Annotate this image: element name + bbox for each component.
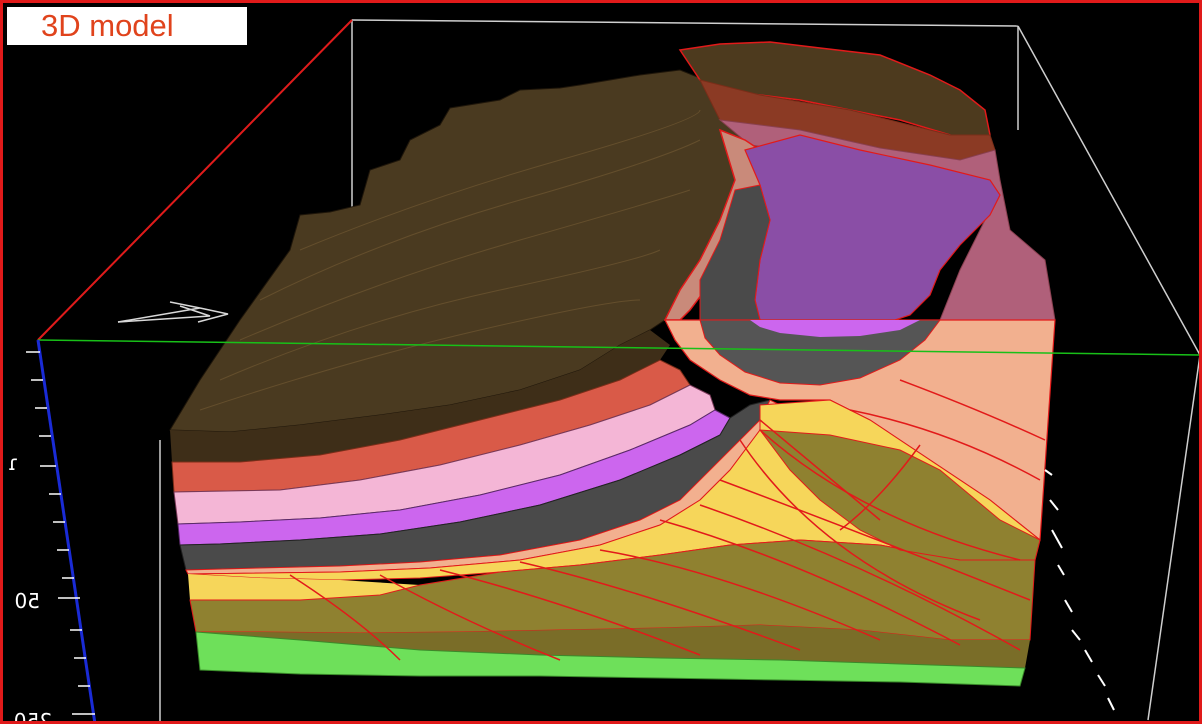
bounding-box-front	[159, 354, 1201, 724]
front-unit-olive-right	[758, 429, 1041, 561]
front-unit-green	[195, 631, 1026, 687]
svg-text:250: 250	[14, 709, 52, 724]
title-label: 3D model	[7, 7, 247, 45]
fault-lines	[289, 379, 1046, 661]
axis-label-50: 50	[15, 589, 40, 613]
right-axis-ticks	[1044, 469, 1115, 711]
axis-label-250: 250	[14, 709, 52, 724]
svg-text:ɿ: ɿ	[7, 451, 18, 475]
front-unit-brown	[170, 330, 670, 462]
vertical-axis	[26, 339, 97, 724]
front-unit-yellow-lower	[188, 574, 420, 600]
north-arrow-icon	[117, 301, 229, 323]
topography-texture	[199, 109, 701, 411]
syncline-dark-rim	[699, 184, 771, 321]
axis-label-tick-mark: ɿ	[7, 451, 18, 475]
svg-text:50: 50	[15, 589, 40, 613]
axis-edge-red	[37, 19, 353, 341]
front-syncline-violet	[750, 320, 920, 337]
section-line-green	[37, 339, 1201, 356]
